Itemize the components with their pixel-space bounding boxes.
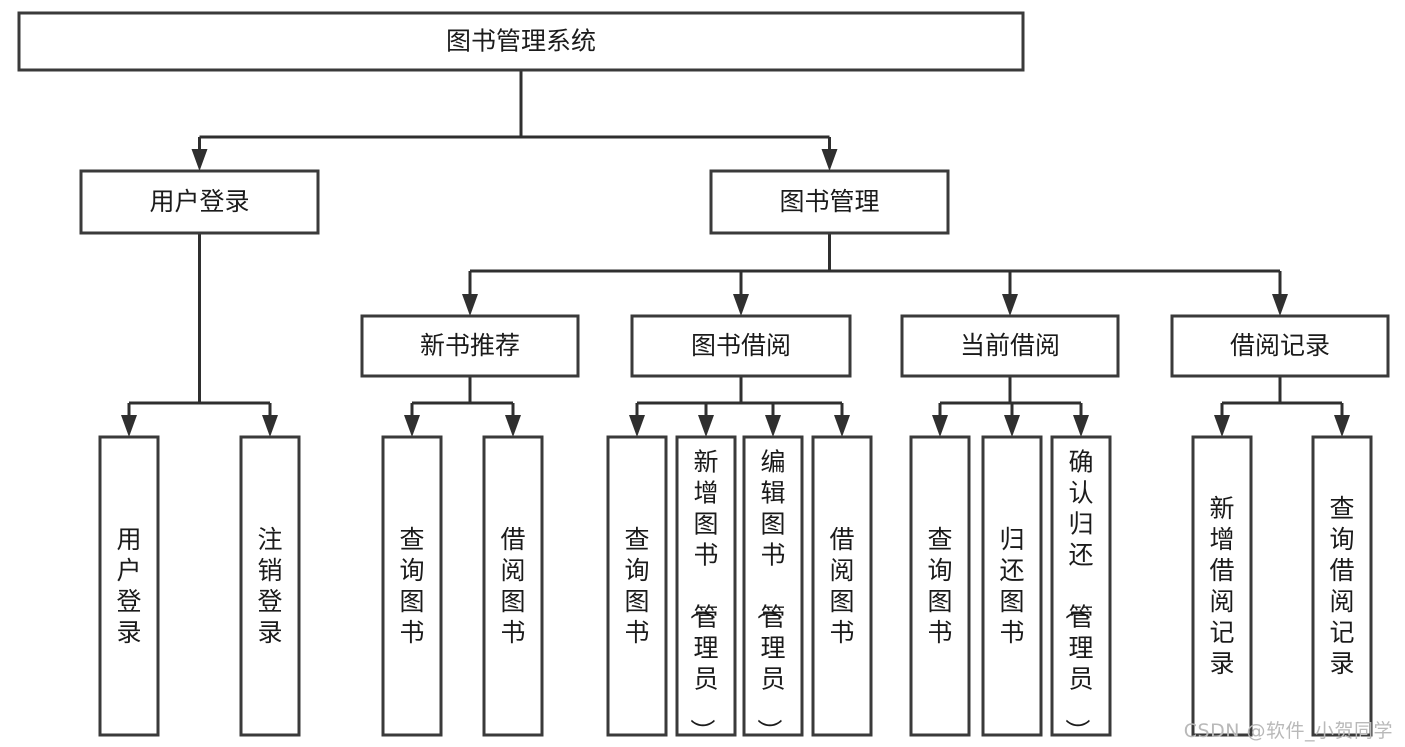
node-leaf-add-record-label: 新增借阅记录: [1209, 494, 1234, 678]
node-leaf-user-logout-label: 注销登录: [257, 525, 282, 647]
arrow-down-icon: [765, 415, 781, 437]
node-leaf-query-book-1-box[interactable]: [381, 435, 443, 737]
node-leaf-return-book-label: 归还图书: [999, 525, 1024, 647]
node-leaf-add-record-box[interactable]: [1191, 435, 1253, 737]
node-borrow-record-label: 借阅记录: [1230, 331, 1330, 360]
node-leaf-query-book-3-label: 查询图书: [927, 525, 952, 647]
node-leaf-query-record[interactable]: 查询借阅记录: [1311, 435, 1373, 737]
node-user-login-label: 用户登录: [149, 187, 249, 216]
node-leaf-confirm-return-label: 确认归还（管理员）: [1062, 448, 1093, 744]
arrow-down-icon: [462, 294, 478, 316]
node-root-root[interactable]: 图书管理系统: [17, 11, 1025, 72]
node-leaf-borrow-book-2-box[interactable]: [811, 435, 873, 737]
node-new-book-recommend-label: 新书推荐: [420, 331, 520, 360]
node-leaf-query-record-label: 查询借阅记录: [1329, 494, 1354, 678]
node-leaf-user-login[interactable]: 用户登录: [98, 435, 160, 737]
node-leaf-query-book-2[interactable]: 查询图书: [606, 435, 668, 737]
node-root-root-label: 图书管理系统: [446, 27, 596, 56]
arrow-down-icon: [821, 149, 838, 171]
arrow-down-icon: [1272, 294, 1288, 316]
node-leaf-query-book-1[interactable]: 查询图书: [381, 435, 443, 737]
node-user-login-box[interactable]: [79, 169, 320, 235]
node-current-borrow-label: 当前借阅: [960, 331, 1060, 360]
node-leaf-return-book-box[interactable]: [981, 435, 1043, 737]
node-book-borrow-label: 图书借阅: [691, 331, 791, 360]
node-leaf-return-book[interactable]: 归还图书: [981, 435, 1043, 737]
node-leaf-borrow-book-1-label: 借阅图书: [500, 525, 525, 647]
arrow-down-icon: [1004, 415, 1020, 437]
node-book-management-box[interactable]: [709, 169, 950, 235]
node-current-borrow[interactable]: 当前借阅: [900, 314, 1120, 378]
node-leaf-confirm-return-box[interactable]: [1050, 435, 1112, 737]
node-current-borrow-box[interactable]: [900, 314, 1120, 378]
node-root-root-box[interactable]: [17, 11, 1025, 72]
node-new-book-recommend-box[interactable]: [360, 314, 580, 378]
node-leaf-edit-book-box[interactable]: [742, 435, 804, 737]
arrow-down-icon: [1073, 415, 1089, 437]
node-leaf-user-login-label: 用户登录: [116, 525, 141, 647]
node-boxes: 图书管理系统用户登录图书管理新书推荐图书借阅当前借阅借阅记录用户登录注销登录查询…: [17, 11, 1390, 744]
node-leaf-borrow-book-1-box[interactable]: [482, 435, 544, 737]
node-borrow-record[interactable]: 借阅记录: [1170, 314, 1390, 378]
arrow-down-icon: [1002, 294, 1018, 316]
csdn-watermark: CSDN @软件_小贺同学: [1183, 720, 1393, 742]
connector-edges: [121, 70, 1350, 437]
arrow-down-icon: [733, 294, 749, 316]
node-leaf-query-book-3-box[interactable]: [909, 435, 971, 737]
node-book-borrow[interactable]: 图书借阅: [630, 314, 852, 378]
node-leaf-borrow-book-2[interactable]: 借阅图书: [811, 435, 873, 737]
node-user-login[interactable]: 用户登录: [79, 169, 320, 235]
node-leaf-edit-book-label: 编辑图书（管理员）: [754, 448, 785, 744]
arrow-down-icon: [834, 415, 850, 437]
node-book-borrow-box[interactable]: [630, 314, 852, 378]
node-leaf-confirm-return[interactable]: 确认归还（管理员）: [1050, 435, 1112, 744]
node-leaf-add-book-box[interactable]: [675, 435, 737, 737]
node-leaf-user-login-box[interactable]: [98, 435, 160, 737]
arrow-down-icon: [629, 415, 645, 437]
arrow-down-icon: [121, 415, 137, 437]
node-leaf-query-record-box[interactable]: [1311, 435, 1373, 737]
arrow-down-icon: [1334, 415, 1350, 437]
node-book-management[interactable]: 图书管理: [709, 169, 950, 235]
node-book-management-label: 图书管理: [779, 187, 879, 216]
node-new-book-recommend[interactable]: 新书推荐: [360, 314, 580, 378]
node-leaf-user-logout[interactable]: 注销登录: [239, 435, 301, 737]
node-leaf-query-book-3[interactable]: 查询图书: [909, 435, 971, 737]
node-leaf-query-book-2-label: 查询图书: [624, 525, 649, 647]
node-leaf-add-book-label: 新增图书（管理员）: [687, 448, 718, 744]
arrow-down-icon: [698, 415, 714, 437]
node-leaf-add-book[interactable]: 新增图书（管理员）: [675, 435, 737, 744]
node-leaf-add-record[interactable]: 新增借阅记录: [1191, 435, 1253, 737]
arrow-down-icon: [262, 415, 278, 437]
arrow-down-icon: [404, 415, 420, 437]
node-borrow-record-box[interactable]: [1170, 314, 1390, 378]
arrow-down-icon: [932, 415, 948, 437]
node-leaf-borrow-book-1[interactable]: 借阅图书: [482, 435, 544, 737]
node-leaf-user-logout-box[interactable]: [239, 435, 301, 737]
arrow-down-icon: [1214, 415, 1230, 437]
node-leaf-query-book-2-box[interactable]: [606, 435, 668, 737]
arrow-down-icon: [191, 149, 208, 171]
node-leaf-edit-book[interactable]: 编辑图书（管理员）: [742, 435, 804, 744]
node-leaf-query-book-1-label: 查询图书: [399, 525, 424, 647]
node-leaf-borrow-book-2-label: 借阅图书: [829, 525, 854, 647]
arrow-down-icon: [505, 415, 521, 437]
